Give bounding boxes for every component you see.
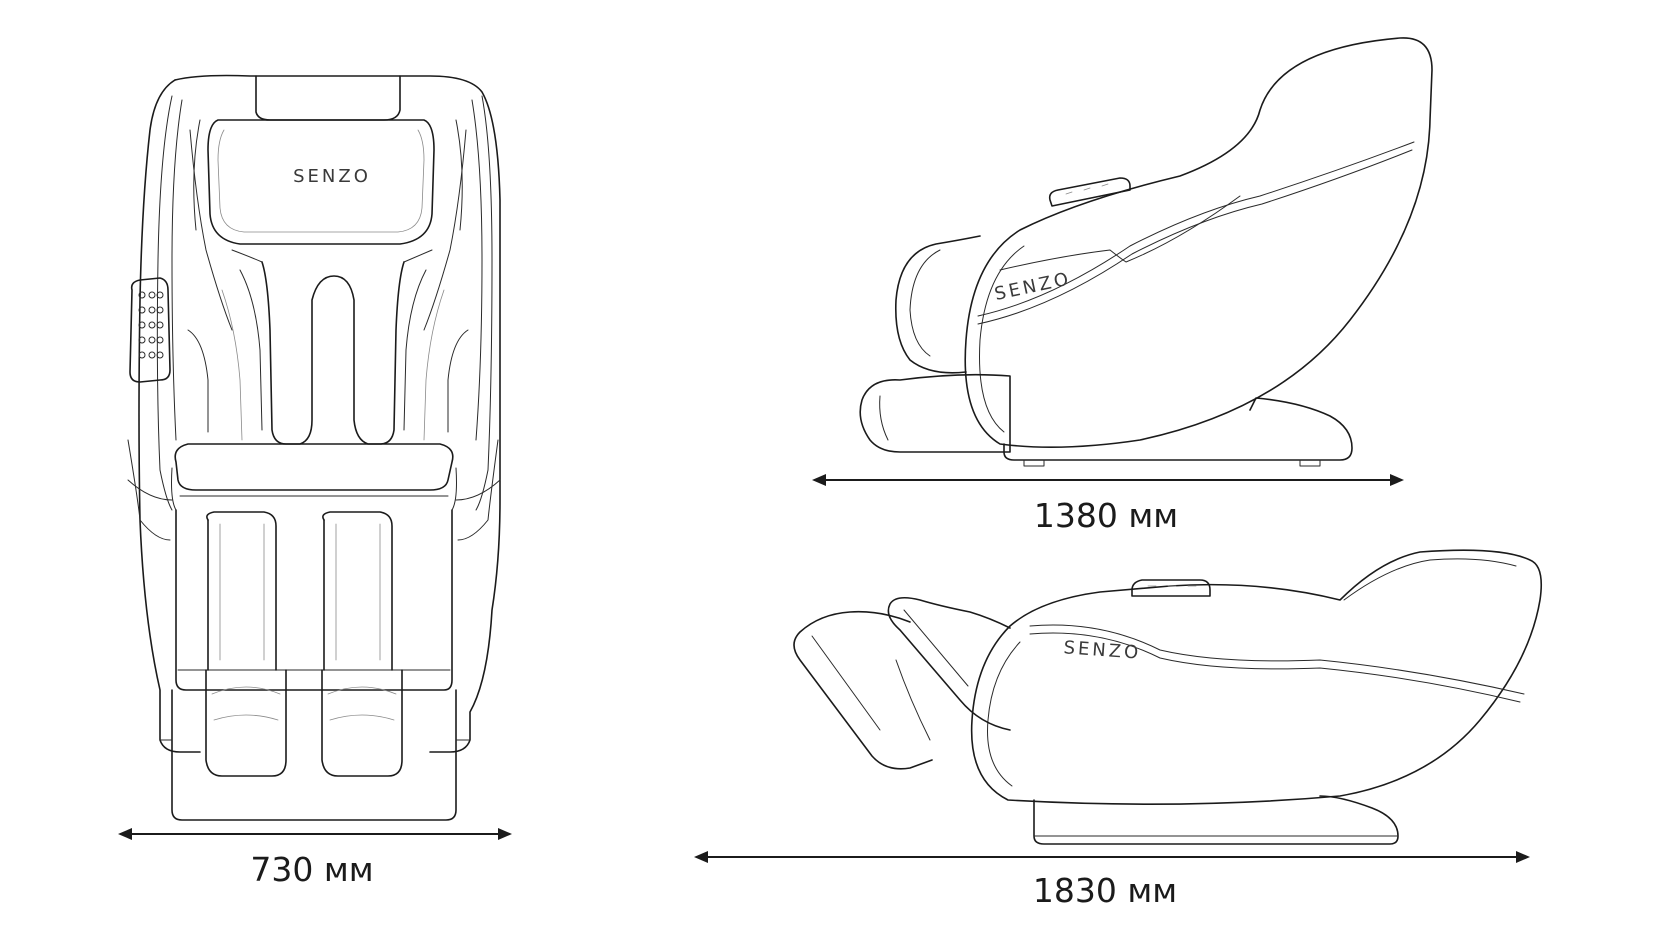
side-upright-logo: SENZO	[993, 268, 1073, 305]
side-view-upright-chair: SENZO	[859, 37, 1433, 467]
side-view-reclined-chair: SENZO	[793, 549, 1543, 845]
front-view-chair: SENZO	[127, 74, 501, 821]
width-arrow-right	[498, 828, 512, 840]
reclined-arrow-left	[694, 851, 708, 863]
upright-length-label: 1380 мм	[1034, 496, 1178, 535]
width-label: 730 мм	[250, 850, 373, 889]
upright-arrow-right	[1390, 474, 1404, 486]
reclined-length-label: 1830 мм	[1033, 871, 1177, 910]
reclined-arrow-right	[1516, 851, 1530, 863]
dimension-upright-length: 1380 мм	[812, 474, 1404, 535]
side-reclined-logo: SENZO	[1063, 637, 1142, 663]
dimension-width: 730 мм	[118, 828, 512, 889]
upright-arrow-left	[812, 474, 826, 486]
front-logo: SENZO	[293, 166, 371, 187]
width-arrow-left	[118, 828, 132, 840]
dimension-reclined-length: 1830 мм	[694, 851, 1530, 910]
